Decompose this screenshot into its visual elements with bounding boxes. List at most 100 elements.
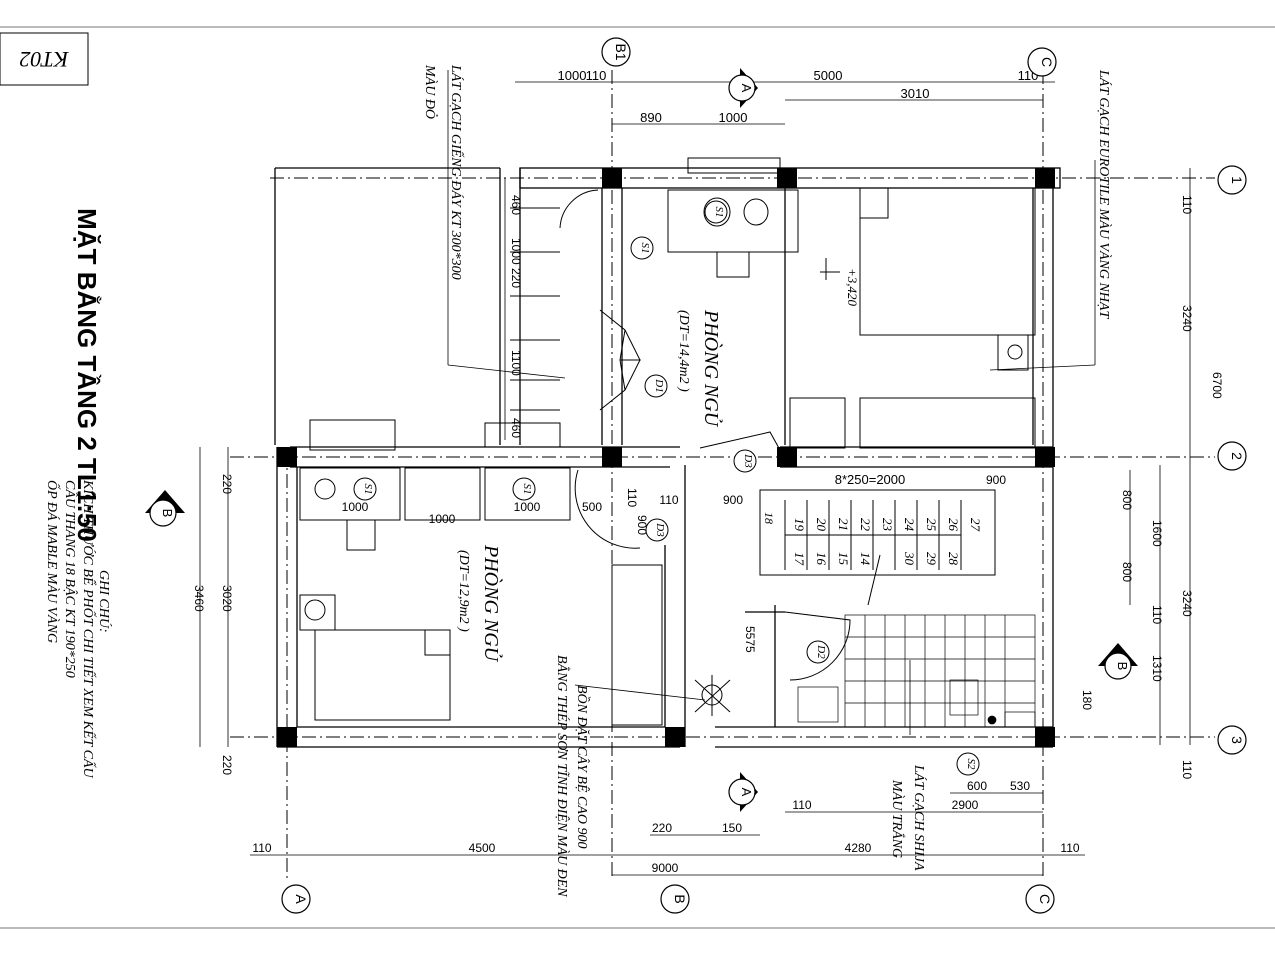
dim-mid-5: 110 [625, 488, 639, 507]
stair-step-22: 22 [858, 518, 873, 532]
tag-d2: D2 [815, 644, 827, 659]
dim-top-3: 5000 [814, 68, 843, 83]
stair-numbers: 19 20 21 22 23 24 25 26 27 17 16 15 14 3… [762, 512, 983, 566]
stair-step-14: 14 [858, 552, 873, 566]
grid-label-b: B [672, 894, 688, 903]
dim-mid-1: 1000 [342, 500, 369, 514]
dim-top-6: 890 [640, 110, 662, 125]
sheet-title: MẶT BẰNG TẦNG 2 TL1:50 [72, 208, 102, 542]
tag-s1-c: S1 [521, 484, 533, 495]
notes-heading: GHI CHÚ: [96, 570, 113, 633]
grid-label-a: A [293, 894, 309, 904]
grid-bubble-labels: B1 C 1 2 3 A B C [293, 43, 1245, 904]
dim-mid-10: 5575 [743, 626, 757, 653]
dim-bot-5: 9000 [652, 861, 679, 875]
tag-d3-b: D3 [654, 522, 666, 537]
grid-label-c-top: C [1039, 57, 1055, 67]
tag-s1-a: S1 [713, 207, 725, 218]
dim-top-2: 110 [586, 68, 607, 83]
dim-mid-2: 1000 [429, 512, 456, 526]
dim-mid-4: 500 [582, 500, 602, 514]
dim-side-4: 220 [220, 755, 234, 775]
bedroom2-furniture [299, 419, 663, 726]
dim-side-3: 3020 [220, 585, 234, 612]
dim-bot-3: 4280 [845, 841, 872, 855]
dim-left-4: 1100 [509, 350, 523, 376]
balcony-rail [510, 207, 560, 411]
bedroom1-name: PHÒNG NGỦ [700, 309, 724, 428]
bathroom-tiles [797, 614, 1036, 728]
plant-icon [694, 675, 731, 716]
note-tile-white-2: MÀU TRẮNG [889, 779, 906, 858]
notes-line-3: ỐP ĐÁ MABLE MÀU VÀNG [44, 480, 62, 643]
stair-step-24: 24 [902, 518, 917, 532]
section-marks: A A B B [145, 68, 1138, 812]
dim-mid-7: 110 [659, 493, 678, 507]
grid-label-3: 3 [1229, 736, 1245, 744]
notes-block: GHI CHÚ: KÍCH THƯỚC BỂ PHỐT CHI TIẾT XEM… [44, 479, 113, 778]
dim-top-7: 1000 [719, 110, 748, 125]
dimension-texts: 1000 110 5000 110 3010 890 1000 460 1000… [192, 68, 1224, 875]
dim-bot-11: 2900 [952, 798, 979, 812]
dim-side-1: 220 [220, 474, 234, 494]
note-planter-1: BỒN ĐẶT CÂY BỆ CAO 900 [574, 685, 592, 848]
section-b-left-label: B [160, 509, 175, 518]
grid-lines [230, 70, 1215, 880]
note-tile-yellow: LÁT GẠCH EUROTILE MÀU VÀNG NHẠT [1096, 69, 1113, 319]
tag-s1-d: S1 [362, 484, 374, 495]
stair-step-27: 27 [968, 518, 983, 532]
note-planter-2: BẰNG THÉP SƠN TĨNH ĐIỆN MÀU ĐEN [554, 655, 571, 897]
dim-top-5: 3010 [901, 86, 930, 101]
stair-step-28: 28 [946, 552, 961, 566]
stair-step-29: 29 [924, 552, 939, 566]
dim-bot-7: 150 [722, 821, 742, 835]
dim-left-3: 220 [509, 268, 523, 288]
grid-label-b1: B1 [613, 43, 629, 60]
note-tile-white-1: LÁT GẠCH SHIJA [911, 764, 928, 871]
bedroom1-area: (DT=14,4m2 ) [676, 310, 691, 392]
grid-bubbles [281, 37, 1247, 914]
dim-right-11: 180 [1080, 690, 1094, 710]
dim-right-6: 1310 [1150, 655, 1164, 682]
tag-d1: D1 [653, 378, 665, 392]
dim-right-4: 3240 [1180, 590, 1194, 617]
dim-bot-6: 220 [652, 821, 672, 835]
sheet-code: KT02 [20, 47, 70, 72]
sheet-code-box [0, 32, 89, 86]
bedroom2-area: (DT=12,9m2 ) [456, 550, 471, 632]
dim-right-8: 1600 [1150, 520, 1164, 547]
stair-dim: 8*250=2000 [835, 472, 906, 487]
dim-mid-8: 900 [723, 493, 743, 507]
leader-lines [447, 70, 1096, 735]
dim-right-5: 110 [1180, 760, 1194, 779]
dim-right-2: 3240 [1180, 305, 1194, 332]
stair-step-17: 17 [792, 552, 807, 566]
symbol-tags [353, 200, 980, 776]
dim-bot-9: 600 [967, 779, 987, 793]
dim-mid-3: 1000 [514, 500, 541, 514]
dim-bot-1: 110 [252, 841, 271, 855]
dimension-lines [199, 81, 1191, 876]
stair [759, 489, 996, 606]
stair-step-19: 19 [792, 518, 807, 532]
dim-right-9: 800 [1120, 490, 1134, 510]
dim-left-1: 460 [509, 195, 523, 215]
section-a-top-label: A [739, 84, 754, 93]
stair-step-16: 16 [814, 552, 829, 566]
dim-mid-6: 900 [635, 515, 649, 535]
stair-step-21: 21 [836, 518, 851, 531]
dim-right-10: 800 [1120, 562, 1134, 582]
dim-left-5: 460 [509, 418, 523, 438]
note-tile-red-2: MÀU ĐỎ [422, 64, 439, 119]
section-mark-b-left: B [145, 490, 185, 527]
dim-top-1: 1000 [558, 68, 587, 83]
columns [277, 168, 1055, 747]
tag-s2: S2 [965, 759, 977, 771]
note-tile-red-1: LÁT GẠCH GIẾNG ĐÁY KT 300*300 [448, 64, 465, 280]
dim-right-1: 110 [1180, 195, 1194, 214]
dim-bot-2: 4500 [469, 841, 496, 855]
section-b-right-label: B [1115, 662, 1130, 671]
dim-left-2: 1000 [509, 238, 523, 265]
stair-step-20: 20 [814, 518, 829, 532]
